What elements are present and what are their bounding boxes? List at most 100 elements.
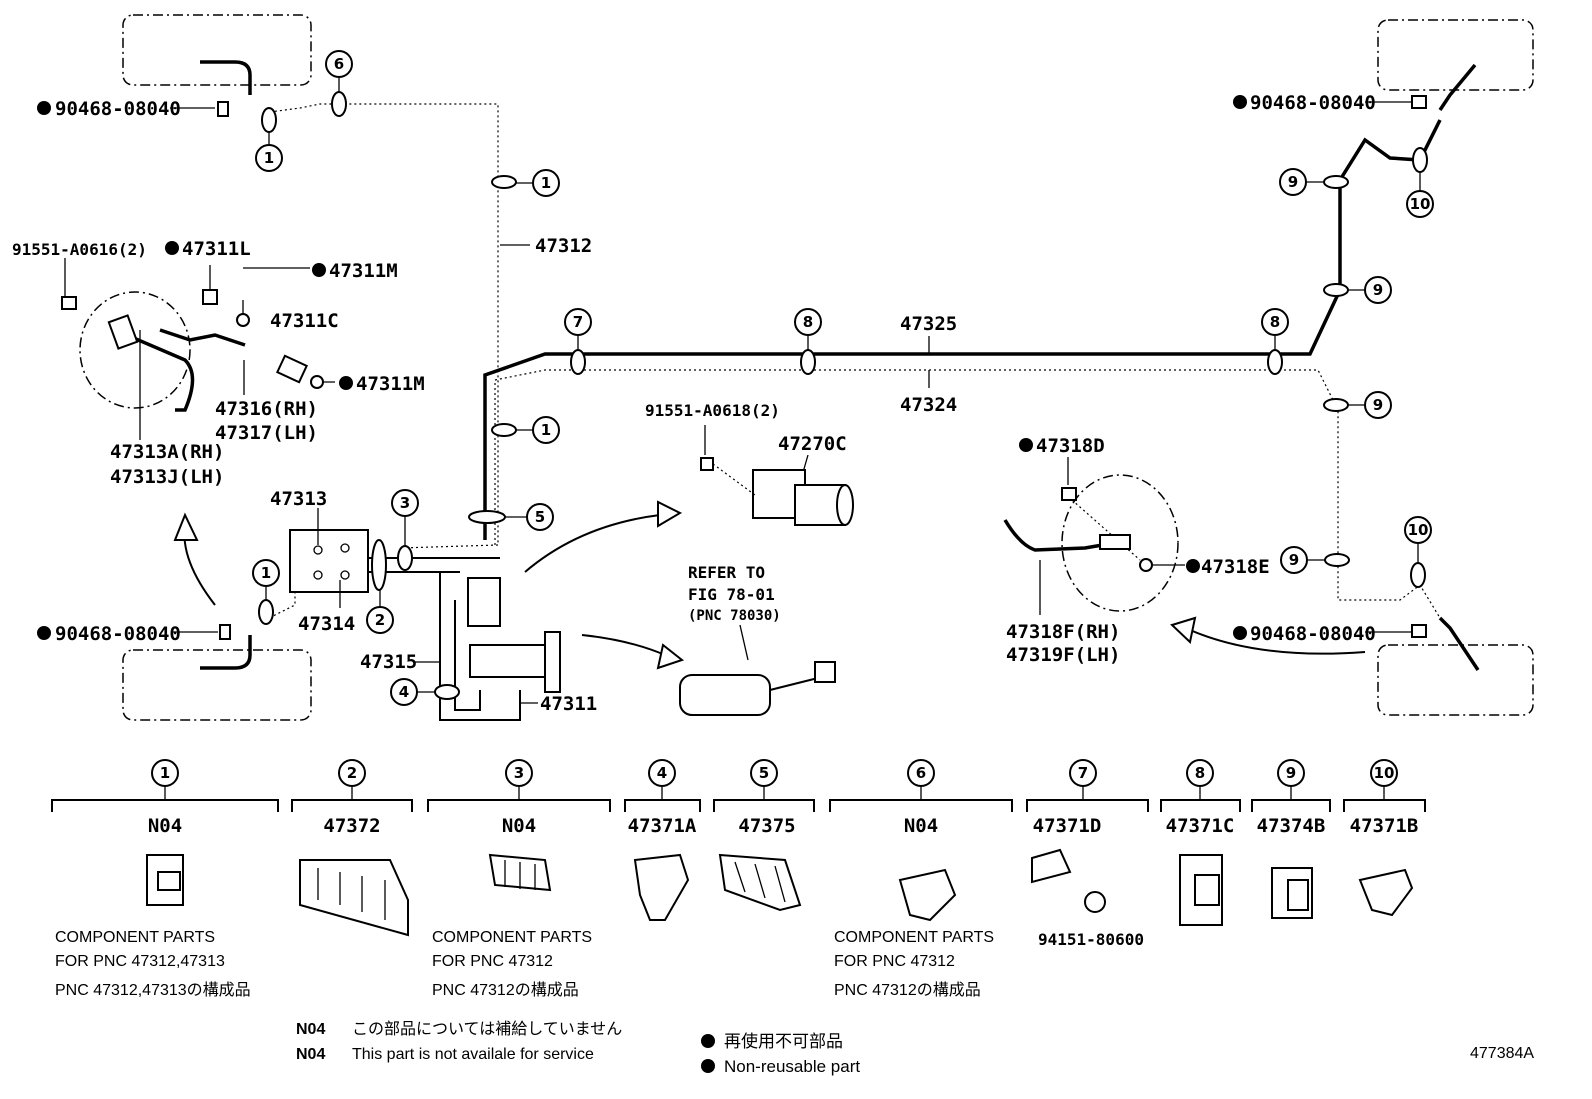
legend-non-reusable-en: Non-reusable part <box>724 1057 860 1076</box>
label-47318E: 47318E <box>1201 556 1270 578</box>
clip-4 <box>434 684 460 700</box>
callout-5: 5 <box>535 508 545 526</box>
clamp-no-8: 8 <box>1195 764 1205 782</box>
callout-2: 2 <box>375 611 385 629</box>
callout-bubbles <box>252 50 1434 706</box>
note-c3-l3: PNC 47312の構成品 <box>432 981 579 999</box>
label-47318D: 47318D <box>1036 435 1105 457</box>
label-47314: 47314 <box>298 613 355 635</box>
clamp-pnc-3: N04 <box>502 815 536 837</box>
clamp-no-6: 6 <box>916 764 926 782</box>
label-47313A: 47313A(RH) <box>110 441 224 463</box>
clamp-pnc-1: N04 <box>148 815 182 837</box>
clamp-pnc-2: 47372 <box>323 815 380 837</box>
clamp-pnc-4: 47371A <box>628 815 697 837</box>
refer-line-3: (PNC 78030) <box>688 608 781 624</box>
refer-line-2: FIG 78-01 <box>688 585 775 604</box>
clip-5 <box>468 510 506 524</box>
callout-10: 10 <box>1410 195 1431 213</box>
detail-box-top-left <box>122 14 312 86</box>
fittings <box>61 95 1427 716</box>
clip-6 <box>331 91 347 117</box>
label-91551-a0618: 91551-A0618(2) <box>645 401 780 420</box>
union-a <box>313 545 323 555</box>
leader-lines <box>64 101 1412 704</box>
hose-top-left <box>200 60 252 95</box>
clamp-no-1: 1 <box>160 764 170 782</box>
clip-10-top <box>1412 147 1428 173</box>
callout-4: 4 <box>399 683 409 701</box>
label-90468-tr: 90468-08040 <box>1250 92 1376 114</box>
label-47312: 47312 <box>535 235 592 257</box>
clip-2 <box>371 539 387 591</box>
callout-6: 6 <box>334 55 344 73</box>
line-47315 <box>439 572 521 721</box>
note-c1-l3: PNC 47312,47313の構成品 <box>55 981 251 999</box>
clamp-no-3: 3 <box>514 764 524 782</box>
clip-10-bottom <box>1410 562 1426 588</box>
callout-8: 8 <box>1270 313 1280 331</box>
clip-8-right <box>1267 349 1283 375</box>
callout-9: 9 <box>1288 173 1298 191</box>
label-47311L: 47311L <box>182 238 251 260</box>
callout-3: 3 <box>400 494 410 512</box>
clamp-pnc-10: 47371B <box>1350 815 1419 837</box>
clip-9-a <box>1323 175 1349 189</box>
callout-1: 1 <box>541 421 551 439</box>
label-47311C: 47311C <box>270 310 339 332</box>
callout-1: 1 <box>541 174 551 192</box>
clamp-legend: 1 2 3 4 5 6 7 8 9 10 N04 47372 N04 47371… <box>51 759 1426 949</box>
label-47319F: 47319F(LH) <box>1006 644 1120 666</box>
note-c6-l3: PNC 47312の構成品 <box>834 981 981 999</box>
legend-n04-b: N04 <box>296 1046 325 1063</box>
note-c1-l1: COMPONENT PARTS <box>55 929 215 946</box>
clip-8-left <box>800 349 816 375</box>
detail-ellipse-left <box>79 291 191 409</box>
union-b <box>340 543 350 553</box>
clamp-no-4: 4 <box>657 764 667 782</box>
hose-top-right <box>1438 63 1477 111</box>
callout-10: 10 <box>1408 521 1429 539</box>
clamp-pnc-8: 47371C <box>1166 815 1235 837</box>
label-91551-a0616: 91551-A0616(2) <box>12 240 147 259</box>
callout-9: 9 <box>1289 551 1299 569</box>
label-47311M-b: 47311M <box>356 373 425 395</box>
label-47325: 47325 <box>900 313 957 335</box>
detail-box-bottom-left <box>122 649 312 721</box>
arrows <box>173 500 1366 670</box>
figure-code: 477384A <box>1470 1045 1534 1062</box>
clip-9-c <box>1323 398 1349 412</box>
note-c1-l2: FOR PNC 47312,47313 <box>55 953 225 970</box>
clip-1-lower <box>491 423 517 437</box>
label-47313J: 47313J(LH) <box>110 466 224 488</box>
label-90468-br: 90468-08040 <box>1250 623 1376 645</box>
clip-1-upper <box>491 175 517 189</box>
callout-9: 9 <box>1373 281 1383 299</box>
union-c <box>313 570 323 580</box>
clip-1-left <box>258 599 274 625</box>
line-47315-b <box>454 600 481 711</box>
line-47312-end <box>399 544 499 549</box>
clamp-no-7: 7 <box>1078 764 1088 782</box>
clamp-no-2: 2 <box>347 764 357 782</box>
detail-ellipse-right <box>1061 474 1179 612</box>
legend-n04-a-text: この部品については補給していません <box>352 1020 622 1038</box>
callout-numbers: 1 6 1 1 5 3 2 1 4 7 8 8 9 9 9 9 10 10 <box>261 55 1431 701</box>
clamp-pnc-5: 47375 <box>738 815 795 837</box>
label-47311: 47311 <box>540 693 597 715</box>
note-c6-l1: COMPONENT PARTS <box>834 929 994 946</box>
clamp-no-10: 10 <box>1374 764 1395 782</box>
label-47316: 47316(RH) <box>215 398 318 420</box>
label-47313: 47313 <box>270 488 327 510</box>
clip-9-b <box>1323 283 1349 297</box>
legend-n04-a: N04 <box>296 1021 325 1038</box>
label-47270C: 47270C <box>778 433 847 455</box>
note-c6-l2: FOR PNC 47312 <box>834 953 955 970</box>
callout-8: 8 <box>803 313 813 331</box>
clamp-no-9: 9 <box>1286 764 1296 782</box>
detail-box-top-right <box>1377 19 1534 91</box>
label-47317: 47317(LH) <box>215 422 318 444</box>
clamp-sketches <box>146 848 1414 937</box>
clip-3 <box>397 545 413 571</box>
